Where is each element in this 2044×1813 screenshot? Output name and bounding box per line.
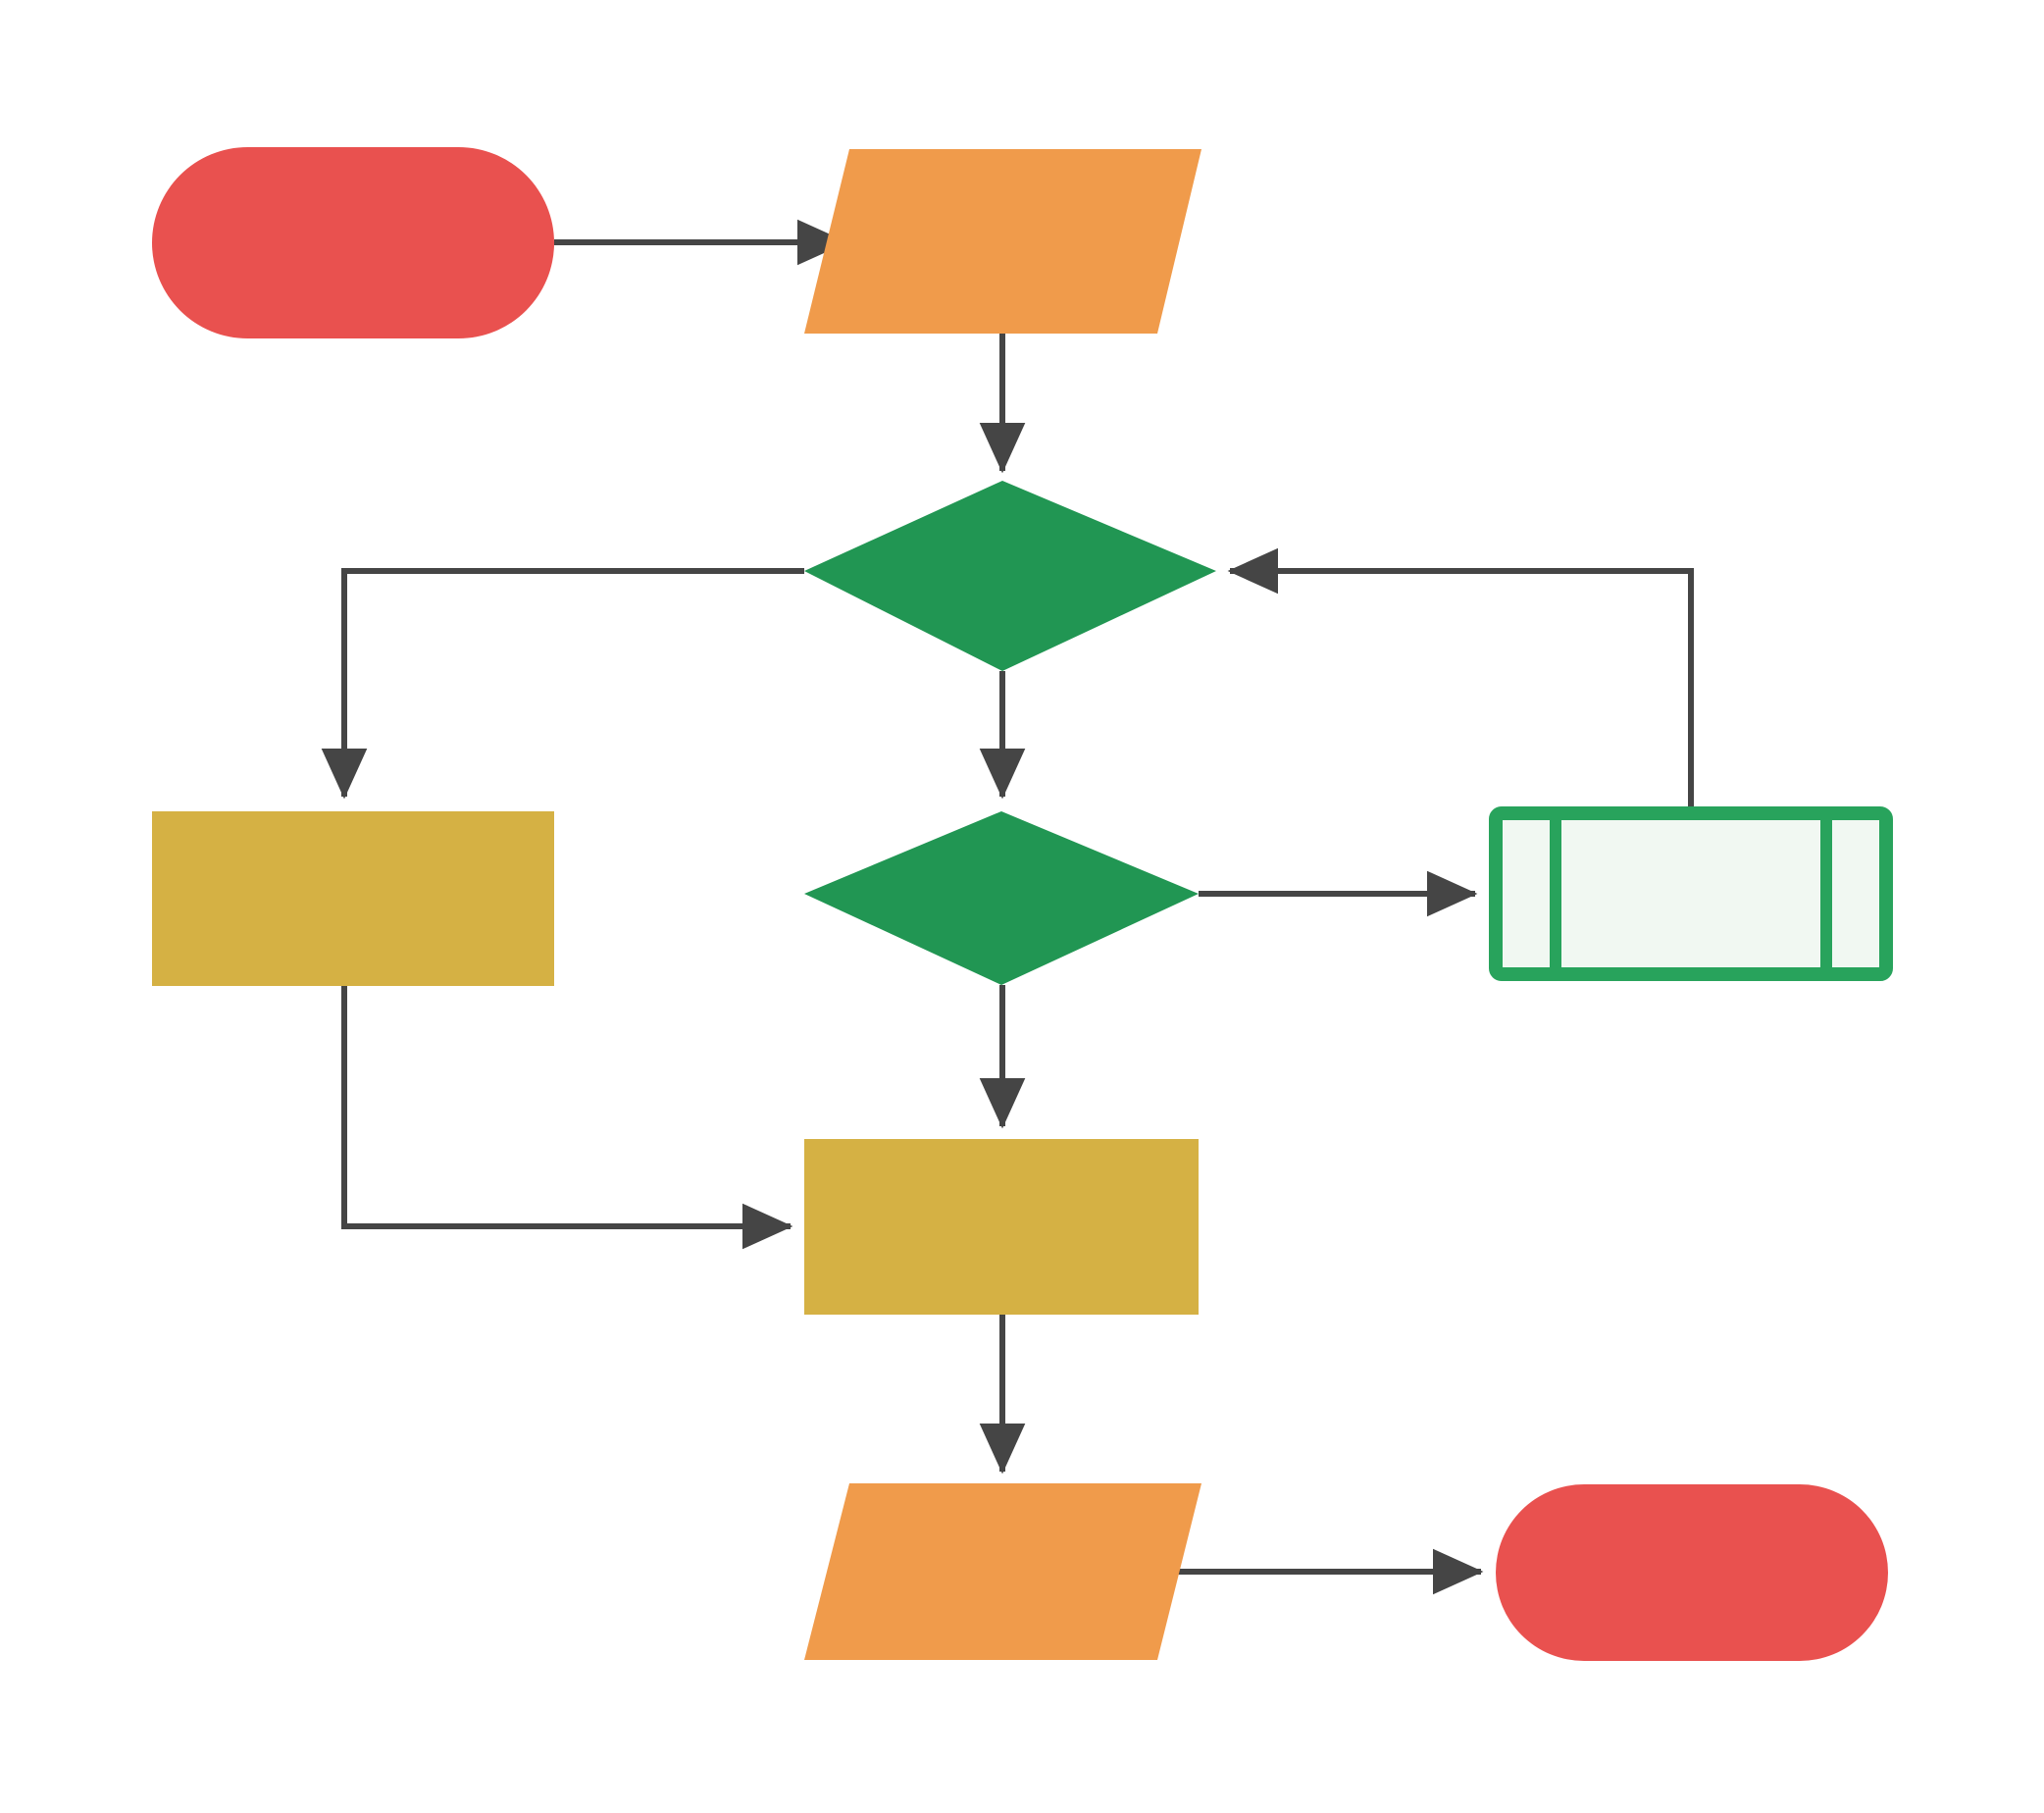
node-decision-2[interactable] [804, 811, 1199, 985]
node-process-center[interactable] [804, 1139, 1199, 1315]
process-center-shape[interactable] [804, 1139, 1199, 1315]
node-start[interactable] [152, 147, 554, 338]
edge-subroutine-decision1 [1227, 547, 1694, 806]
node-subroutine[interactable] [1489, 806, 1893, 981]
node-output[interactable] [804, 1483, 1201, 1660]
end-shape[interactable] [1496, 1484, 1888, 1661]
decision-1-shape[interactable] [804, 481, 1216, 671]
input-shape[interactable] [804, 149, 1201, 334]
subroutine-shape[interactable] [1489, 806, 1893, 981]
edge-decision1-process-left [321, 568, 804, 800]
process-left-shape[interactable] [152, 811, 554, 986]
node-process-left[interactable] [152, 811, 554, 986]
node-decision-1[interactable] [804, 481, 1216, 671]
node-layer [152, 147, 1893, 1661]
edge-process-left-process-center [341, 986, 793, 1250]
node-input[interactable] [804, 149, 1201, 334]
output-shape[interactable] [804, 1483, 1201, 1660]
start-shape[interactable] [152, 147, 554, 338]
edge-layer [321, 219, 1694, 1595]
decision-2-shape[interactable] [804, 811, 1199, 985]
node-end[interactable] [1496, 1484, 1888, 1661]
